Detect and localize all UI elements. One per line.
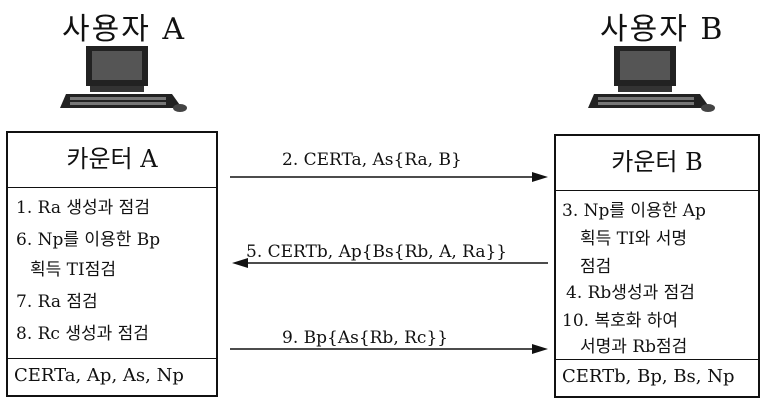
counter-b-step: 획득 TI와 서명 — [580, 229, 688, 249]
counter-b-step: 10. 복호화 하여 — [562, 311, 679, 331]
counter-a-footer: CERTa, Ap, As, Np — [8, 358, 216, 395]
counter-b-title: 카운터 B — [556, 136, 758, 191]
message-label: 2. CERTa, As{Ra, B} — [282, 150, 462, 170]
counter-b-step: 4. Rb생성과 점검 — [566, 283, 695, 303]
counter-b-box: 카운터 B 3. Np를 이용한 Ap 획득 TI와 서명 점검 4. Rb생성… — [554, 134, 760, 398]
counter-a-step: 1. Ra 생성과 점검 — [16, 198, 150, 218]
user-a-title: 사용자 A — [62, 12, 187, 47]
computer-a-icon — [60, 46, 187, 112]
counter-a-box: 카운터 A 1. Ra 생성과 점검 6. Np를 이용한 Bp 획득 TI점검… — [6, 131, 218, 397]
counter-a-step: 7. Ra 점검 — [16, 292, 98, 312]
counter-b-step: 점검 — [580, 257, 612, 277]
computer-b-icon — [588, 46, 715, 112]
counter-b-step: 서명과 Rb점검 — [580, 337, 688, 357]
counter-a-step: 획득 TI점검 — [30, 260, 117, 280]
arrow-head — [532, 344, 548, 354]
message-label: 5. CERTb, Ap{Bs{Rb, A, Ra}} — [246, 242, 508, 262]
counter-a-title: 카운터 A — [8, 133, 216, 188]
user-b-title: 사용자 B — [600, 12, 725, 47]
arrow-head — [532, 172, 548, 182]
counter-b-step: 3. Np를 이용한 Ap — [562, 201, 706, 221]
counter-b-footer: CERTb, Bp, Bs, Np — [556, 359, 758, 396]
counter-a-step: 6. Np를 이용한 Bp — [16, 230, 161, 250]
message-label: 9. Bp{As{Rb, Rc}} — [282, 328, 449, 348]
arrow-head — [232, 258, 248, 268]
counter-a-step: 8. Rc 생성과 점검 — [16, 324, 149, 344]
